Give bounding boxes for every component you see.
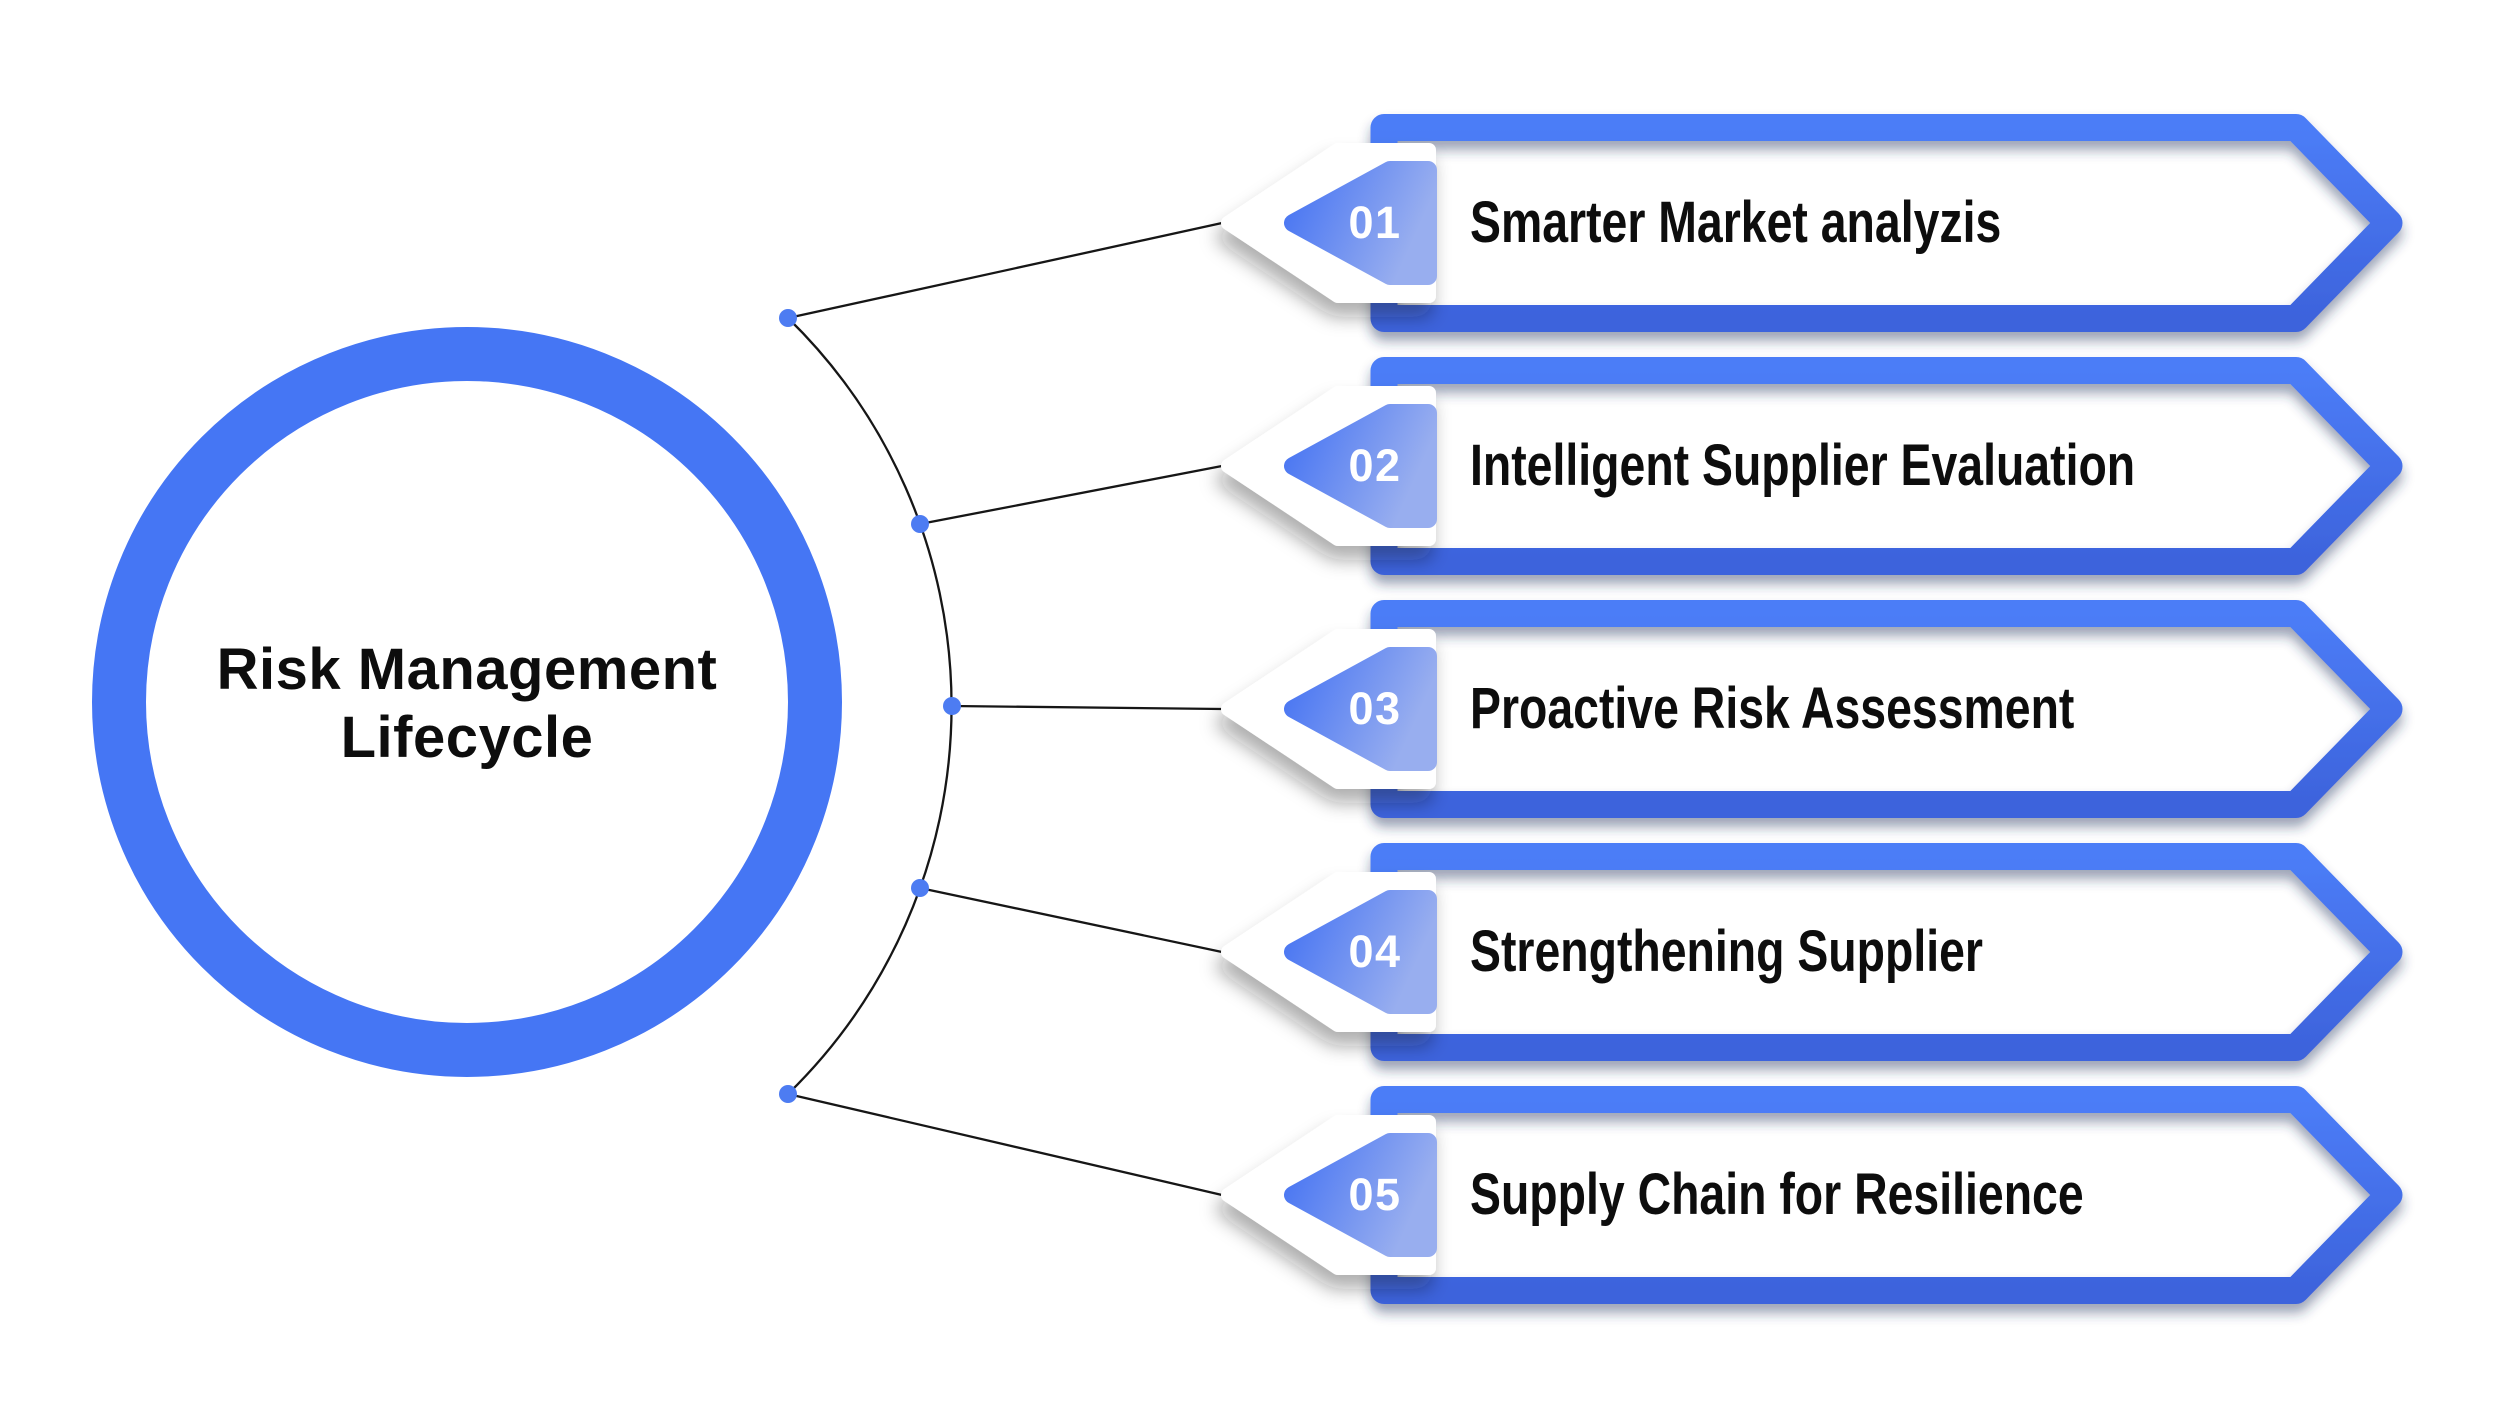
banner-shape-2 bbox=[1221, 357, 2403, 575]
connector-dot-3 bbox=[943, 697, 961, 715]
hub-title-line2: Lifecycle bbox=[340, 705, 594, 770]
banner-label-5: Supply Chain for Resilience bbox=[1470, 1162, 2084, 1227]
banner-label-3: Proactive Risk Assessment bbox=[1470, 676, 2075, 741]
connector-line-3 bbox=[951, 704, 1223, 711]
banner-badge-blue-arrow bbox=[1284, 890, 1437, 1014]
hub-ring bbox=[92, 327, 842, 1077]
banner-label-1: Smarter Market analyzis bbox=[1470, 190, 2002, 255]
connector-dots bbox=[779, 309, 961, 1103]
banner-shape-4 bbox=[1221, 843, 2403, 1061]
banner-badge-blue-arrow bbox=[1284, 1133, 1437, 1257]
banner-shape-3 bbox=[1221, 600, 2403, 818]
connector-lines bbox=[787, 221, 1223, 1197]
banner-number-2: 02 bbox=[1348, 440, 1402, 491]
banner-badge-blue-arrow bbox=[1284, 404, 1437, 528]
banner-label-2: Intelligent Supplier Evaluation bbox=[1470, 433, 2136, 498]
connector-line-5 bbox=[787, 1092, 1223, 1197]
banner-label-4: Strengthening Supplier bbox=[1470, 919, 1983, 984]
banner-number-1: 01 bbox=[1348, 197, 1402, 248]
hub-title-line1: Risk Management bbox=[216, 637, 718, 702]
banner-badge-blue-arrow bbox=[1284, 161, 1437, 285]
banner-shape-1 bbox=[1221, 114, 2403, 332]
connector-dot-2 bbox=[911, 515, 929, 533]
connector-line-4 bbox=[919, 886, 1223, 954]
banner-badge-blue-arrow bbox=[1284, 647, 1437, 771]
hub-title: Risk Management Lifecycle bbox=[167, 636, 767, 772]
connector-dot-5 bbox=[779, 1085, 797, 1103]
connector-dot-1 bbox=[779, 309, 797, 327]
connector-line-2 bbox=[919, 464, 1223, 526]
banner-number-4: 04 bbox=[1348, 926, 1402, 977]
banner-number-5: 05 bbox=[1348, 1169, 1402, 1220]
banner-number-3: 03 bbox=[1348, 683, 1402, 734]
connector-dot-4 bbox=[911, 879, 929, 897]
banner-shape-5 bbox=[1221, 1086, 2403, 1304]
connector-line-1 bbox=[787, 221, 1223, 320]
